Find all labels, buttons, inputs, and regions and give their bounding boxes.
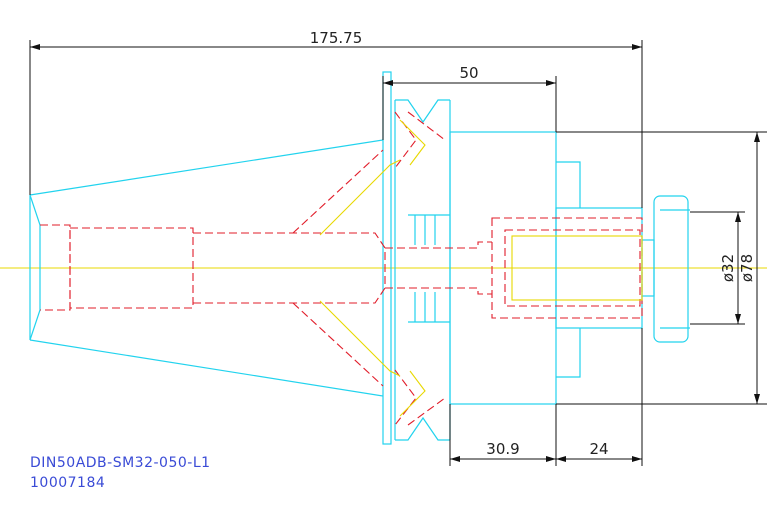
- yellow-offset-lines: [319, 119, 643, 417]
- dim-bore-diameter: ø32: [719, 254, 737, 282]
- dim-flange-length: 50: [459, 64, 478, 82]
- body: [449, 131, 690, 405]
- v-flange: [382, 71, 451, 445]
- part-name: DIN50ADB-SM32-050-L1: [30, 455, 211, 471]
- dim-overall-length: 175.75: [310, 29, 363, 47]
- dim-outer-diameter: ø78: [738, 254, 756, 282]
- part-number: 10007184: [30, 475, 106, 491]
- taper-shank: [29, 139, 384, 397]
- dim-body-length: 30.9: [486, 440, 519, 458]
- dim-collet-length: 24: [589, 440, 608, 458]
- dimension-lines: [29, 40, 767, 466]
